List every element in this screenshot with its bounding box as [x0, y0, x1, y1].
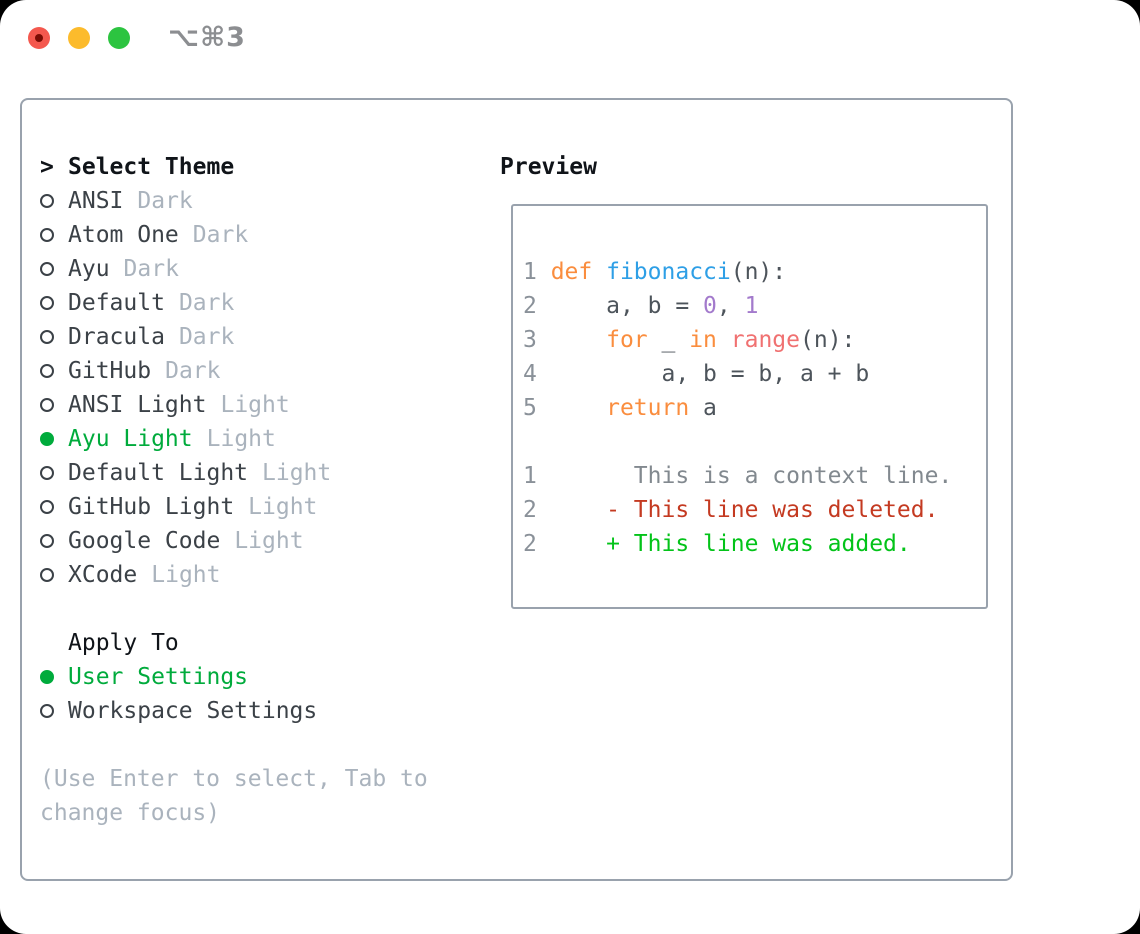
radio-icon	[40, 296, 54, 310]
radio-icon	[40, 398, 54, 412]
theme-name: ANSI Light	[68, 392, 207, 418]
theme-option[interactable]: ANSI Light Light	[40, 388, 331, 422]
theme-name: Ayu Light	[68, 426, 193, 452]
theme-variant: Dark	[137, 188, 193, 214]
code-line: 2 + This line was added.	[523, 531, 911, 557]
radio-icon	[40, 330, 54, 344]
theme-name: XCode	[68, 562, 138, 588]
code-line: 1 def fibonacci(n):	[523, 259, 787, 285]
select-theme-header: > Select Theme	[40, 150, 331, 184]
theme-variant: Dark	[192, 222, 249, 248]
apply-to-header: Apply To	[68, 630, 179, 656]
theme-option[interactable]: Default Light Light	[40, 456, 331, 490]
theme-name: Atom One	[68, 222, 179, 248]
theme-name: Dracula	[68, 324, 165, 350]
theme-option[interactable]: ANSI Dark	[40, 184, 331, 218]
code-line: 3 for _ in range(n):	[523, 327, 856, 353]
help-line: change focus)	[40, 800, 221, 826]
radio-icon	[40, 704, 54, 718]
theme-name: ANSI	[68, 188, 124, 214]
theme-variant: Light	[220, 392, 290, 418]
theme-variant: Dark	[123, 256, 179, 282]
theme-name: Ayu	[68, 256, 110, 282]
theme-variant: Light	[234, 528, 304, 554]
theme-option[interactable]: Ayu Dark	[40, 252, 331, 286]
close-button[interactable]	[28, 27, 50, 49]
window-title: ⌥⌘3	[168, 22, 246, 53]
theme-variant: Light	[151, 562, 221, 588]
radio-icon	[40, 364, 54, 378]
code-line: 2 - This line was deleted.	[523, 497, 939, 523]
theme-variant: Dark	[178, 324, 235, 350]
code-line	[523, 425, 986, 459]
radio-icon	[40, 228, 54, 242]
radio-icon	[40, 194, 54, 208]
radio-selected-icon	[40, 670, 54, 684]
theme-name: Default	[68, 290, 165, 316]
theme-option[interactable]: Default Dark	[40, 286, 331, 320]
theme-option[interactable]: Atom One Dark	[40, 218, 331, 252]
theme-variant: Dark	[165, 358, 221, 384]
preview-box: 1 def fibonacci(n): 2 a, b = 0, 1 3 for _ …	[511, 204, 988, 609]
radio-icon	[40, 262, 54, 276]
code-line: 1 This is a context line.	[523, 463, 953, 489]
theme-option[interactable]: Ayu Light Light	[40, 422, 331, 456]
theme-option[interactable]: GitHub Dark	[40, 354, 331, 388]
help-text: (Use Enter to select, Tab to change focus…	[40, 762, 428, 830]
radio-icon	[40, 568, 54, 582]
theme-name: GitHub Light	[68, 494, 235, 520]
theme-name: GitHub	[68, 358, 152, 384]
theme-variant: Light	[248, 494, 318, 520]
unsaved-changes-dot-icon	[35, 34, 43, 42]
radio-selected-icon	[40, 432, 54, 446]
radio-icon	[40, 500, 54, 514]
help-line: (Use Enter to select, Tab to	[40, 766, 428, 792]
code-line: 2 a, b = 0, 1	[523, 293, 759, 319]
apply-to-option[interactable]: Workspace Settings	[40, 694, 317, 728]
theme-variant: Light	[206, 426, 276, 452]
code-line: 5 return a	[523, 395, 717, 421]
theme-name: Default Light	[68, 460, 249, 486]
theme-option[interactable]: XCode Light	[40, 558, 331, 592]
apply-to-label: User Settings	[68, 664, 249, 690]
zoom-button[interactable]	[108, 27, 130, 49]
theme-variant: Light	[262, 460, 332, 486]
theme-option[interactable]: Google Code Light	[40, 524, 331, 558]
focus-cursor: >	[40, 154, 54, 180]
minimize-button[interactable]	[68, 27, 90, 49]
theme-variant: Dark	[178, 290, 235, 316]
radio-icon	[40, 466, 54, 480]
apply-to-label: Workspace Settings	[68, 698, 318, 724]
select-theme-title: Select Theme	[68, 154, 235, 180]
theme-option[interactable]: GitHub Light Light	[40, 490, 331, 524]
theme-option[interactable]: Dracula Dark	[40, 320, 331, 354]
preview-header: Preview	[500, 154, 597, 180]
theme-name: Google Code	[68, 528, 221, 554]
preview-code: 1 def fibonacci(n): 2 a, b = 0, 1 3 for _ …	[513, 206, 986, 561]
radio-icon	[40, 534, 54, 548]
apply-to-option[interactable]: User Settings	[40, 660, 317, 694]
code-line: 4 a, b = b, a + b	[523, 361, 870, 387]
